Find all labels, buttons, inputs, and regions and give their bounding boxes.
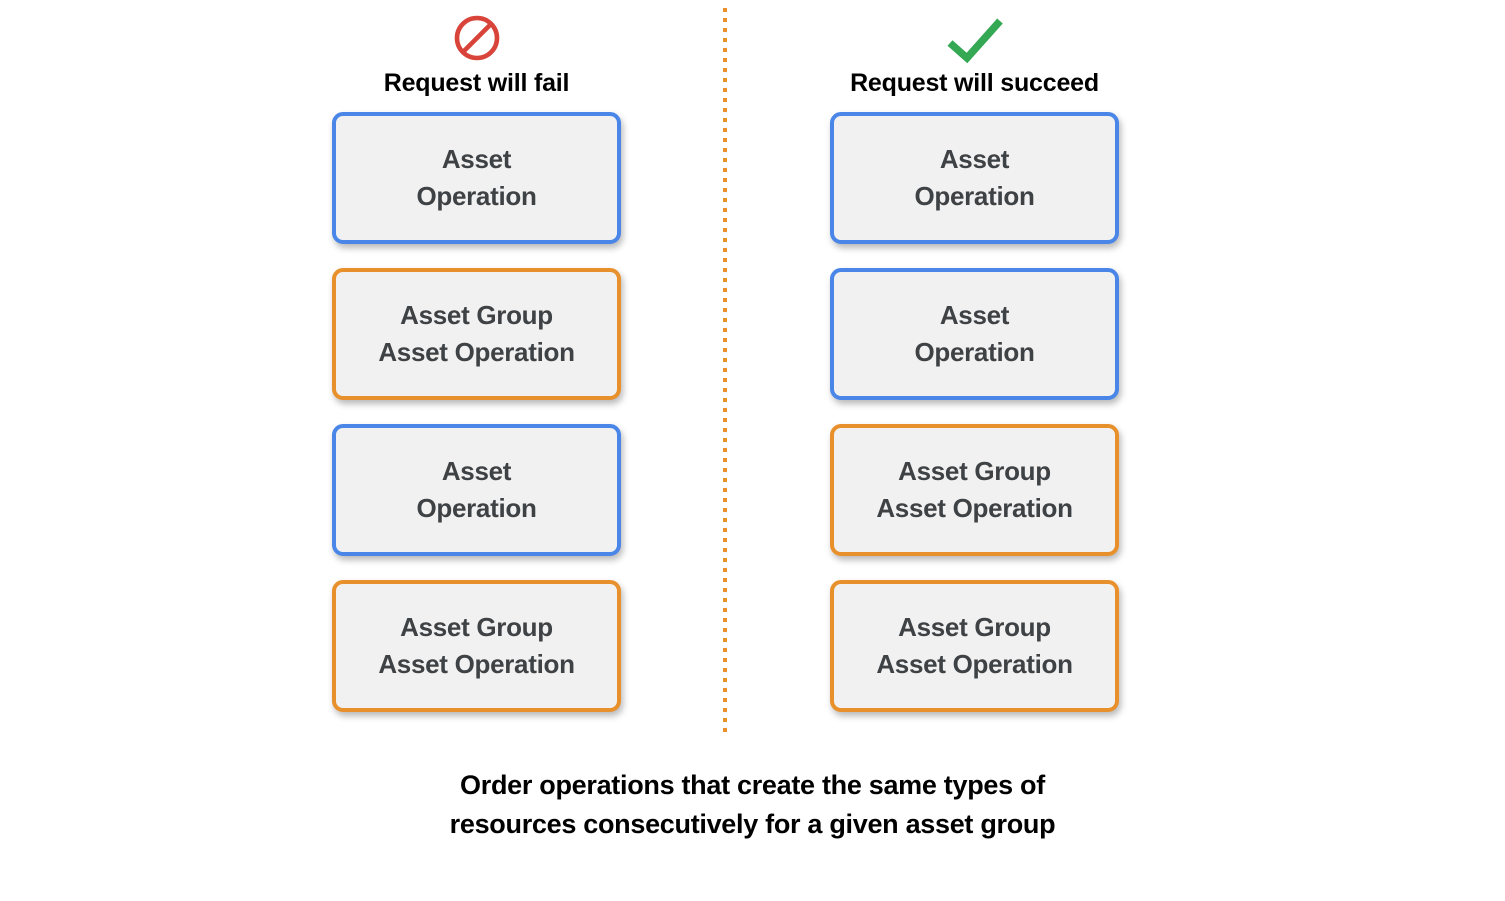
column-header-succeed: Request will succeed — [790, 12, 1159, 98]
operation-card-label: Asset Group Asset Operation — [876, 612, 1073, 679]
operation-card-label: Asset Group Asset Operation — [378, 612, 575, 679]
operation-card-label: Asset Operation — [914, 300, 1035, 367]
operation-card[interactable]: Asset Group Asset Operation — [830, 580, 1119, 712]
column-header-label-fail: Request will fail — [383, 69, 570, 97]
operation-card-label: Asset Operation — [914, 144, 1035, 211]
operation-card-label: Asset Operation — [416, 456, 537, 523]
operation-card-label: Asset Operation — [416, 144, 537, 211]
operation-card[interactable]: Asset Group Asset Operation — [332, 580, 621, 712]
column-header-fail: Request will fail — [292, 12, 661, 98]
card-stack-succeed: Asset Operation Asset Operation Asset Gr… — [830, 112, 1119, 712]
operation-card[interactable]: Asset Operation — [332, 424, 621, 556]
column-header-label-succeed: Request will succeed — [850, 69, 1099, 97]
operation-card[interactable]: Asset Group Asset Operation — [332, 268, 621, 400]
prohibition-icon — [292, 12, 661, 62]
column-divider — [723, 8, 727, 736]
operation-card-label: Asset Group Asset Operation — [378, 300, 575, 367]
card-stack-fail: Asset Operation Asset Group Asset Operat… — [332, 112, 621, 712]
check-icon — [790, 12, 1159, 64]
diagram-caption: Order operations that create the same ty… — [449, 770, 1056, 839]
operation-card-label: Asset Group Asset Operation — [876, 456, 1073, 523]
operation-card[interactable]: Asset Group Asset Operation — [830, 424, 1119, 556]
operation-card[interactable]: Asset Operation — [332, 112, 621, 244]
operation-card[interactable]: Asset Operation — [830, 112, 1119, 244]
operation-card[interactable]: Asset Operation — [830, 268, 1119, 400]
